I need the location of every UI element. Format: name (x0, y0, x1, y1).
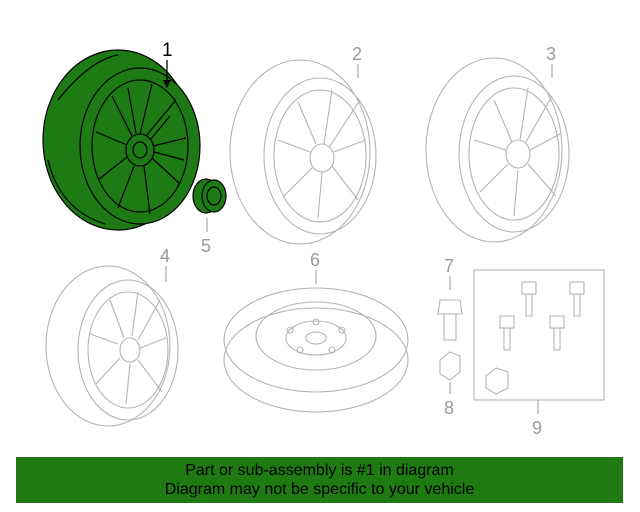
callout-9: 9 (532, 418, 542, 438)
notice-line-2: Diagram may not be specific to your vehi… (164, 481, 475, 498)
center-cap-part-5[interactable] (192, 178, 227, 214)
callout-5: 5 (201, 236, 211, 256)
notice-banner: Part or sub-assembly is #1 in diagram Di… (16, 457, 623, 503)
lock-kit-part-9[interactable] (473, 269, 605, 401)
callout-1: 1 (162, 40, 173, 61)
wheel-bolt-part-7[interactable] (437, 299, 463, 341)
notice-line-1: Part or sub-assembly is #1 in diagram (185, 462, 454, 479)
spare-tire-part-6[interactable] (223, 287, 409, 413)
wheel-part-4[interactable] (45, 265, 179, 427)
callout-3: 3 (546, 44, 556, 64)
callout-2: 2 (352, 44, 362, 64)
nut-part-8[interactable] (439, 351, 461, 381)
wheel-part-1[interactable] (42, 49, 201, 231)
leader-1-arrow (163, 80, 171, 88)
wheel-part-2[interactable] (229, 59, 377, 245)
callout-8: 8 (444, 398, 454, 418)
wheel-part-3[interactable] (425, 57, 570, 243)
callout-4: 4 (160, 246, 170, 266)
callout-7: 7 (444, 256, 454, 276)
callout-6: 6 (310, 250, 320, 270)
